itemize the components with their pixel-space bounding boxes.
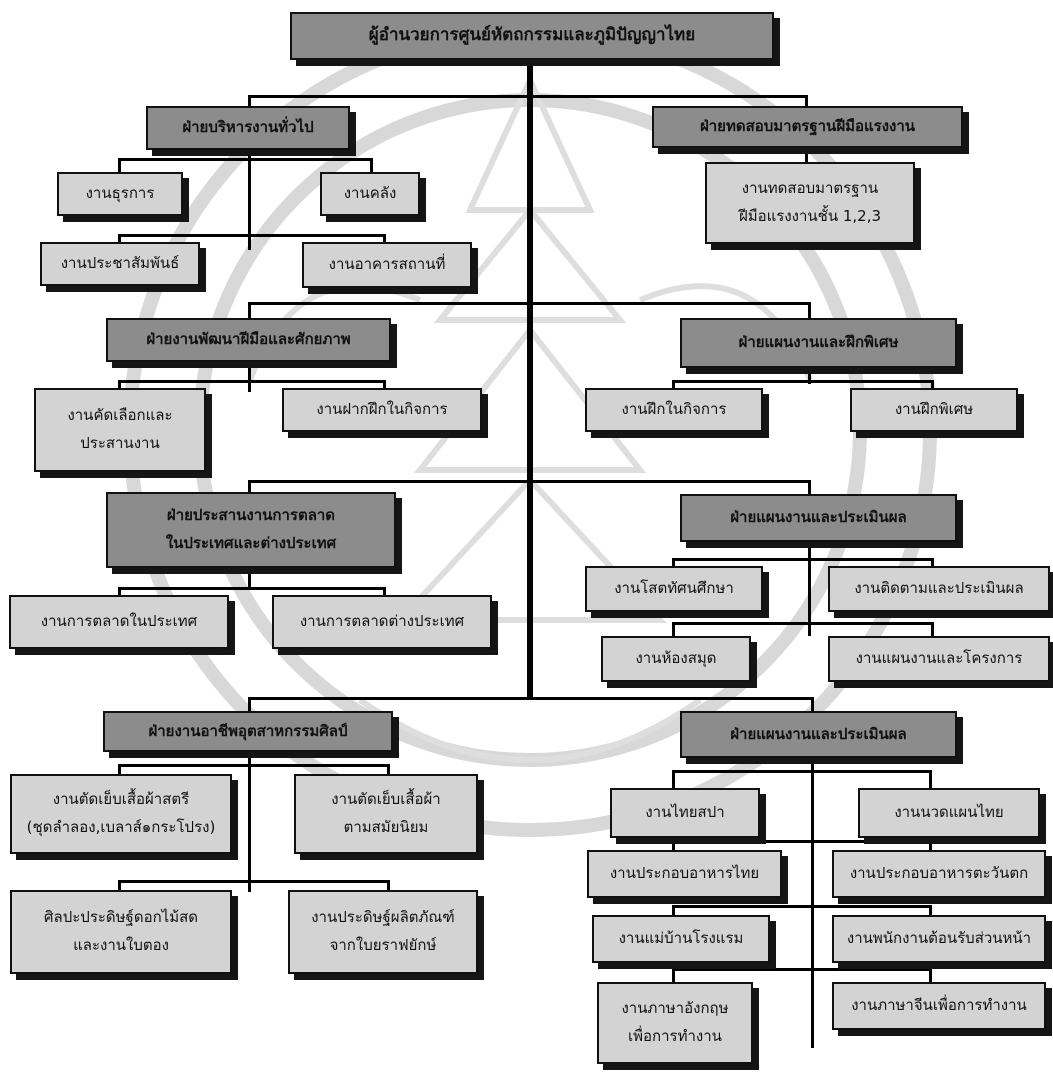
evalplan-stem [808,542,811,636]
admin-unit-box: งานอาคารสถานที่ [302,242,472,288]
craft-unit-box: งานประดิษฐ์ผลิตภัณฑ์ จากใบยราฟยักษ์ [288,890,478,974]
admin-row1-bar [118,158,373,161]
service-unit7-drop [672,968,675,982]
service-row1-bar [672,770,932,773]
service-unit5-drop [672,905,675,915]
service-unit8-drop [929,968,932,982]
service-unit-box: งานนวดแผนไทย [858,788,1040,838]
service-unit-box: งานประกอบอาหารตะวันตก [832,850,1046,898]
craft-unit1-drop [118,764,121,774]
service-unit-box: งานภาษาอังกฤษ เพื่อการทำงาน [597,982,753,1064]
row4-connector [248,697,814,700]
trainplan-unit1-drop [672,380,675,388]
admin-unit-box: งานธุรการ [57,172,183,216]
evalplan-unit2-drop [931,558,934,566]
row1-connector [248,95,808,98]
skilldev-drop [248,302,251,318]
service-unit-box: งานไทยสปา [610,788,760,838]
evalplan-dept-box: ฝ่ายแผนงานและประเมินผล [680,494,957,542]
main-trunk-line [527,58,533,700]
testing-stem [805,148,808,162]
service-unit-box: งานประกอบอาหารไทย [587,850,782,898]
craft-row1-bar [118,764,390,767]
director-box: ผู้อำนวยการศูนย์หัตถกรรมและภูมิปัญญาไทย [290,12,774,60]
service-unit1-drop [672,770,675,788]
craft-unit3-drop [118,880,121,890]
trainplan-unit2-drop [931,380,934,388]
admin-unit4-drop [383,234,386,242]
skilldev-stem [248,362,251,392]
evalplan-row2-bar [672,622,934,625]
skilldev-unit-box: งานคัดเลือกและ ประสานงาน [34,388,206,472]
evalplan-unit1-drop [672,558,675,566]
craft-drop [248,697,251,711]
skilldev-bar [118,380,386,383]
trainplan-dept-box: ฝ่ายแผนงานและฝึกพิเศษ [680,318,957,368]
service-unit4-drop [929,840,932,850]
craft-unit-box: งานตัดเย็บเสื้อผ้าสตรี (ชุดลำลอง,เบลาส์๑… [10,774,232,854]
service-unit6-drop [929,905,932,915]
craft-stem [248,752,251,892]
skilldev-unit-box: งานฝากฝึกในกิจการ [282,388,482,432]
admin-drop [248,95,251,107]
craft-row2-bar [118,880,390,883]
marketing-dept-box: ฝ่ายประสานงานการตลาด ในประเทศและต่างประเ… [106,492,396,568]
craft-unit-box: งานตัดเย็บเสื้อผ้า ตามสมัยนิยม [294,774,478,854]
admin-row2-bar [118,234,386,237]
admin-unit-box: งานคลัง [320,172,420,216]
service-unit3-drop [672,840,675,850]
marketing-drop [248,480,251,492]
evalplan-row1-bar [672,558,934,561]
trainplan-bar [672,380,934,383]
marketing-unit2-drop [383,587,386,595]
craft-unit4-drop [387,880,390,890]
service-row3-bar [672,905,932,908]
service-unit2-drop [929,770,932,788]
row3-connector [248,480,811,483]
service-dept-box: ฝ่ายแผนงานและประเมินผล [680,711,957,758]
skilldev-unit1-drop [118,380,121,388]
admin-dept-box: ฝ่ายบริหารงานทั่วไป [146,106,350,150]
evalplan-drop [808,480,811,494]
marketing-bar [118,587,386,590]
trainplan-drop [808,302,811,318]
admin-unit2-drop [370,158,373,172]
testing-unit-box: งานทดสอบมาตรฐาน ฝีมือแรงงานชั้น 1,2,3 [705,162,915,244]
trainplan-stem [808,368,811,384]
admin-unit-box: งานประชาสัมพันธ์ [40,242,200,286]
evalplan-unit-box: งานติดตามและประเมินผล [828,566,1050,612]
marketing-unit1-drop [118,587,121,595]
admin-stem [248,150,251,250]
evalplan-unit-box: งานแผนงานและโครงการ [828,636,1050,682]
trainplan-unit-box: งานฝึกในกิจการ [585,388,763,432]
testing-drop [805,95,808,107]
evalplan-unit3-drop [672,622,675,636]
testing-dept-box: ฝ่ายทดสอบมาตรฐานฝีมือแรงงาน [652,106,963,148]
skilldev-unit2-drop [383,380,386,388]
service-drop [811,697,814,711]
trainplan-unit-box: งานฝึกพิเศษ [850,388,1018,432]
row2-connector [248,302,811,305]
service-unit-box: งานแม่บ้านโรงแรม [592,915,770,963]
skilldev-dept-box: ฝ่ายงานพัฒนาฝีมือและศักยภาพ [106,318,391,362]
evalplan-unit-box: งานโสตทัศนศึกษา [585,566,763,612]
craft-unit-box: ศิลปะประดิษฐ์ดอกไม้สด และงานใบตอง [10,890,232,974]
service-row2-bar [672,840,932,843]
service-unit-box: งานพนักงานต้อนรับส่วนหน้า [832,915,1046,963]
marketing-stem [248,568,251,590]
craft-unit2-drop [387,764,390,774]
service-stem [811,758,814,1048]
service-unit-box: งานภาษาจีนเพื่อการทำงาน [832,982,1046,1030]
craft-dept-box: ฝ่ายงานอาชีพอุตสาหกรรมศิลป์ [103,711,393,752]
admin-unit3-drop [118,234,121,242]
evalplan-unit4-drop [931,622,934,636]
admin-unit1-drop [118,158,121,172]
marketing-unit-box: งานการตลาดต่างประเทศ [272,595,492,649]
marketing-unit-box: งานการตลาดในประเทศ [9,595,229,649]
evalplan-unit-box: งานห้องสมุด [601,636,751,682]
service-row4-bar [672,968,932,971]
